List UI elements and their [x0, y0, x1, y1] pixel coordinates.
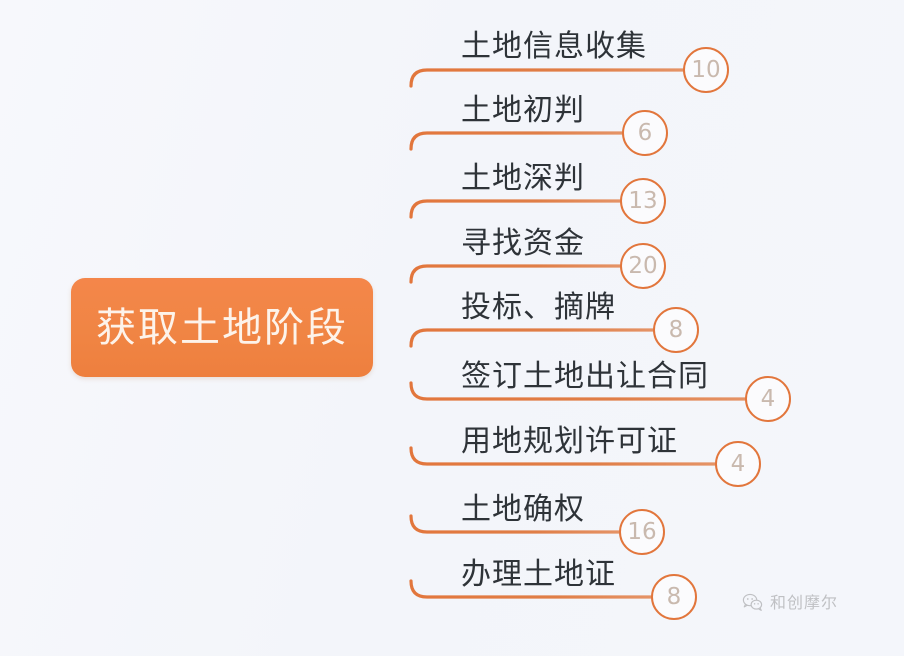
branch-count-badge-8[interactable]: 16 — [619, 509, 665, 555]
watermark-text: 和创摩尔 — [770, 592, 839, 612]
branch-label-8[interactable]: 土地确权 — [461, 492, 585, 527]
wire-branch-5 — [409, 328, 655, 348]
wire-branch-2 — [409, 131, 624, 151]
branch-label-2[interactable]: 土地初判 — [461, 93, 585, 128]
branch-count-value-5: 8 — [668, 316, 684, 343]
watermark: 和创摩尔 — [742, 592, 838, 613]
wire-branch-3 — [409, 199, 622, 219]
branch-count-badge-7[interactable]: 4 — [715, 441, 761, 487]
branch-count-value-9: 8 — [666, 583, 682, 610]
branch-count-badge-5[interactable]: 8 — [653, 307, 699, 353]
branch-label-4[interactable]: 寻找资金 — [461, 226, 585, 261]
branch-label-7[interactable]: 用地规划许可证 — [461, 424, 678, 459]
branch-count-badge-2[interactable]: 6 — [622, 110, 668, 156]
branch-count-badge-4[interactable]: 20 — [620, 243, 666, 289]
branch-count-value-3: 13 — [628, 187, 658, 214]
branch-label-9[interactable]: 办理土地证 — [461, 557, 616, 592]
root-node-label: 获取土地阶段 — [96, 304, 348, 351]
branch-label-6[interactable]: 签订土地出让合同 — [461, 359, 709, 394]
branch-count-value-1: 10 — [691, 56, 721, 83]
wire-branch-1 — [409, 68, 685, 88]
wechat-icon — [742, 592, 763, 613]
branch-count-value-8: 16 — [627, 518, 657, 545]
branch-label-3[interactable]: 土地深判 — [461, 161, 585, 196]
wire-branch-4 — [409, 264, 622, 284]
branch-count-value-4: 20 — [628, 252, 658, 279]
branch-count-value-6: 4 — [760, 385, 776, 412]
branch-count-badge-6[interactable]: 4 — [745, 376, 791, 422]
branch-count-badge-1[interactable]: 10 — [683, 47, 729, 93]
branch-label-1[interactable]: 土地信息收集 — [461, 29, 647, 64]
branch-count-value-2: 6 — [637, 119, 653, 146]
branch-label-5[interactable]: 投标、摘牌 — [461, 290, 616, 325]
root-node[interactable]: 获取土地阶段 — [71, 278, 373, 377]
branch-count-badge-3[interactable]: 13 — [620, 178, 666, 224]
branch-count-badge-9[interactable]: 8 — [651, 574, 697, 620]
branch-count-value-7: 4 — [730, 450, 746, 477]
